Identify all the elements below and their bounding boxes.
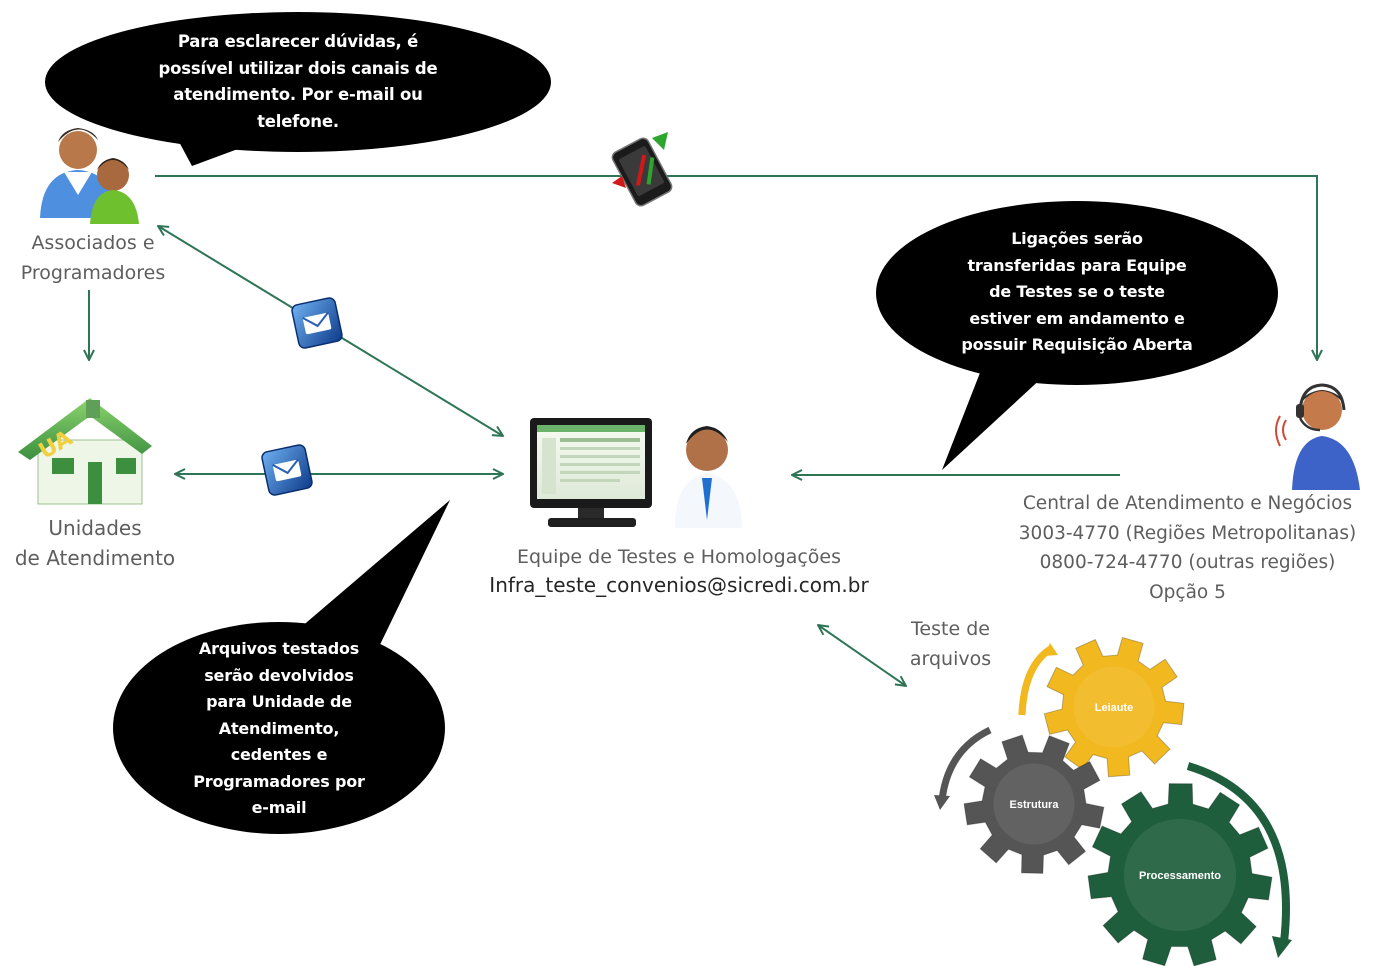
teste-arquivos-label: Teste de arquivos: [909, 618, 992, 670]
phone-line-connector: [155, 175, 1317, 360]
people-icon: [40, 128, 139, 224]
house-icon: UA: [18, 398, 152, 505]
gear-label-processamento: Processamento: [1139, 870, 1221, 882]
speech-bubble-top-left: [45, 12, 551, 166]
businessman-icon: [675, 426, 742, 528]
bubble-text-bottom-left: Arquivos testados serão devolvidos para …: [193, 639, 365, 817]
monitor-icon: [530, 418, 652, 527]
speech-bubble-bottom-left: [113, 500, 450, 834]
associados-label: Associados e Programadores: [20, 232, 166, 284]
gear-icon: [1043, 636, 1185, 778]
unidades-label: Unidades de Atendimento: [14, 516, 176, 570]
speech-bubble-right: [876, 201, 1278, 470]
equipe-label: Equipe de Testes e Homologações: [516, 546, 842, 568]
equipe-email-label: Infra_teste_convenios@sicredi.com.br: [489, 573, 869, 597]
bubble-text-right: Ligações serão transferidas para Equipe …: [961, 229, 1193, 354]
central-label: Central de Atendimento e Negócios 3003-4…: [1018, 493, 1357, 603]
gear-label-leiaute: Leiaute: [1095, 702, 1134, 714]
cycle-arrows: [934, 643, 1292, 958]
email-icon: [259, 442, 315, 498]
gear-icon: [963, 734, 1105, 874]
email-icon: [289, 295, 345, 351]
gear-icon: [1087, 783, 1273, 966]
phone-icon: [611, 137, 673, 207]
gear-label-estrutura: Estrutura: [1010, 799, 1060, 811]
teste-arquivos-arrow: [818, 625, 906, 686]
bubble-text-top-left: Para esclarecer dúvidas, é possível util…: [158, 32, 438, 131]
headset-agent-icon: [1275, 383, 1360, 490]
